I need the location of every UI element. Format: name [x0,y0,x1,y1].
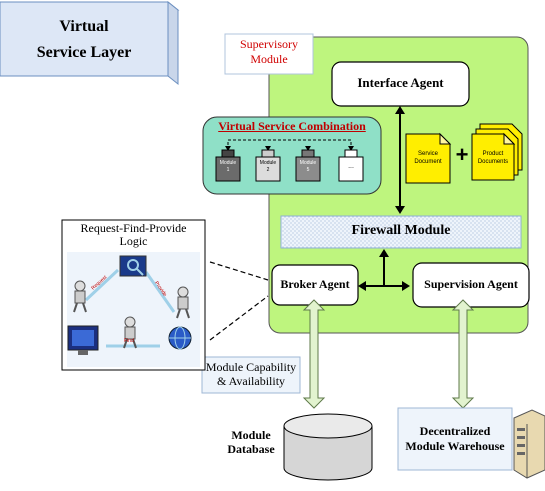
supervision-agent-label: Supervision Agent [424,277,518,291]
module-label-more-text: ... [348,163,354,170]
module-weight-1 [215,149,241,182]
module-weight-5 [295,149,321,182]
supervisory-label: Supervisory Module [225,37,313,67]
product-doc-line1: Product [482,151,504,157]
vsc-title: Virtual Service Combination [218,119,366,133]
rfp-title-line1: Request-Find-Provide [80,221,187,235]
plus-sign: + [455,142,469,167]
layer-box-side [167,0,179,86]
broker-agent-label: Broker Agent [280,277,350,291]
virtual-layer-line2: Service Layer [36,44,132,61]
arrow-up-icon [395,106,405,114]
arrow-down-icon [395,206,405,214]
firewall-box [280,215,522,249]
globe-icon [168,326,192,350]
vsc-arrow-4 [348,146,354,151]
provide-arrow [144,271,176,313]
warehouse-hollow-arrow [451,299,475,409]
module-label-1: Module 1 [216,160,240,174]
service-doc-line1: Service [417,151,438,157]
server-icon [513,409,545,479]
capability-line2: & Availability [216,374,286,388]
module-label-2: Module 2 [256,160,280,174]
module-label-2-num: 2 [266,167,270,173]
module-label-1-text: Module [219,160,237,166]
module-label-5-text: Module [299,160,317,166]
supervisory-line2: Module [250,52,288,66]
service-doc-line2: Document [414,159,442,165]
rfp-title: Request-Find-Provide Logic [62,222,205,248]
module-weight-more [338,149,364,182]
capability-line1: Module Capability [205,360,297,374]
module-label-5: Module 5 [296,160,320,174]
interface-agent-box [331,61,470,107]
database-cylinder-icon [283,413,373,481]
product-doc-line2: Documents [477,159,509,165]
layer-box-front [0,1,169,77]
database-line2: Database [227,442,275,456]
module-label-1-num: 1 [226,167,230,173]
supervisory-label-box [224,33,314,75]
virtual-layer-title: Virtual Service Layer [0,14,168,66]
product-documents-label: Product Documents [472,150,514,166]
product-documents-icon [471,123,523,181]
rfp-find-label: Find [124,338,134,344]
capability-label: Module Capability & Availability [202,360,300,388]
virtual-layer-line1: Virtual [59,18,109,35]
service-document-icon [405,132,452,184]
computer-monitor-icon [67,325,99,355]
database-label: Module Database [218,428,284,456]
user-figure-icon [73,280,87,313]
database-hollow-arrow [302,299,326,409]
supervision-agent-box [412,262,530,308]
vsc-panel [202,116,382,195]
arrow-left-icon [358,281,366,291]
vsc-dashed-link [227,139,352,150]
vsc-arrow-1 [225,146,231,151]
request-arrow [84,268,120,302]
search-monitor-icon [119,255,147,277]
provider-figure-icon [176,286,190,319]
rfp-connector-top [209,261,269,281]
rfp-title-line2: Logic [119,234,148,248]
service-document-label: Service Document [406,150,450,166]
module-label-5-num: 5 [306,167,310,173]
vsc-arrow-2 [265,146,271,151]
warehouse-line1: Decentralized [419,424,491,438]
module-label-more: ... [339,163,363,170]
firewall-label: Firewall Module [351,223,451,238]
warehouse-box [397,407,513,471]
finder-figure-icon [123,316,137,349]
database-line1: Module [231,428,271,442]
capability-box [201,356,301,394]
warehouse-label: Decentralized Module Warehouse [398,424,512,454]
module-label-2-text: Module [259,160,277,166]
arrow-right-icon [402,281,410,291]
vsc-arrow-3 [305,146,311,151]
warehouse-line2: Module Warehouse [405,439,505,453]
module-weight-2 [255,149,281,182]
arrow-up-icon [379,249,389,257]
rfp-connector-bottom [209,295,269,341]
supervisory-line1: Supervisory [240,37,298,51]
interface-agent-label: Interface Agent [357,75,444,90]
